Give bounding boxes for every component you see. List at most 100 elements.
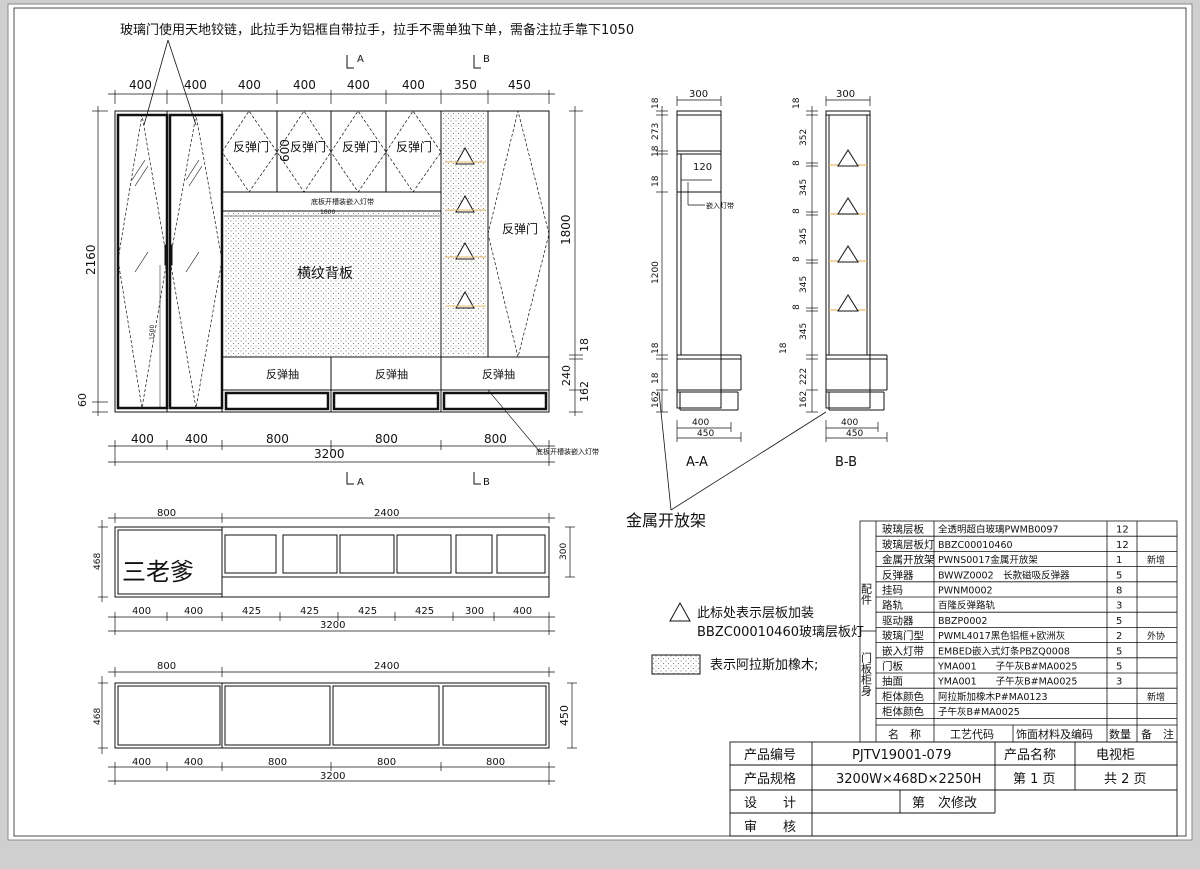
plan-top-bottom-5: 425 [358, 606, 377, 617]
shelf-light-markers [455, 146, 475, 309]
bom-row-name: 反弹器 [882, 568, 914, 581]
shelf-lines [445, 161, 486, 307]
dim-600: 600 [278, 139, 292, 162]
plan-top-dim-2400: 2400 [374, 508, 399, 519]
dim-bottom-1: 400 [131, 432, 154, 446]
bom-header-name: 名 称 [888, 727, 921, 741]
dim-top-2: 400 [184, 78, 207, 92]
label-drawer-2: 反弹抽 [375, 367, 408, 381]
bom-row-name: 金属开放架 [882, 553, 935, 566]
section-mark-b-top: B [483, 54, 490, 65]
legend-triangle-text-2: BBZC00010460玻璃层板灯 [697, 625, 864, 640]
legend-hatch-swatch [651, 654, 701, 675]
bom-row-name: 挂码 [882, 584, 903, 597]
dim-1500: 1500 [149, 325, 156, 340]
title-block [729, 741, 1178, 837]
section-a-top-dim: 300 [689, 89, 708, 100]
sec-a-dim-2: 273 [651, 123, 661, 140]
dim-top-3: 400 [238, 78, 261, 92]
label-back-panel: 横纹背板 [297, 266, 353, 282]
sec-b-dim-7: 8 [792, 256, 802, 262]
section-mark-a-bottom: A [357, 477, 364, 488]
dim-bottom-5: 800 [484, 432, 507, 446]
bom-row-code: YMA001 子午灰B#MA0025 [937, 661, 1077, 673]
sec-a-dim-6: 18 [651, 342, 661, 354]
sec-b-dim-6: 345 [799, 228, 809, 245]
bom-header-note: 备 注 [1141, 727, 1174, 741]
plan-top-left-dim: 468 [93, 553, 103, 570]
bom-row-qty: 3 [1116, 677, 1122, 688]
section-a-title: A-A [686, 455, 708, 470]
bom-row-qty: 12 [1116, 525, 1129, 536]
bom-row-qty: 3 [1116, 601, 1122, 612]
plan-bottom-bottom-1: 400 [132, 757, 151, 768]
bom-row-code: YMA001 子午灰B#MA0025 [937, 676, 1077, 688]
tb-spec-label: 产品规格 [744, 771, 796, 787]
bom-row-code: EMBED嵌入式灯条PBZQ0008 [938, 645, 1070, 657]
tb-product-name-label: 产品名称 [1004, 747, 1056, 763]
bom-row-name: 驱动器 [882, 615, 914, 627]
front-top-dims [108, 90, 555, 104]
bom-row-qty: 2 [1116, 631, 1122, 642]
plan-bottom-right-dim: 450 [558, 705, 571, 726]
plan-top-bottom-3: 425 [242, 606, 261, 617]
label-right-door: 反弹门 [502, 221, 538, 236]
section-a-dims [656, 96, 742, 442]
plan-top-dims [98, 513, 575, 635]
sec-b-dim-9: 8 [792, 304, 802, 310]
bom-row-name: 玻璃层板 [882, 523, 924, 536]
bom-row-code: 百隆反弹路轨 [938, 600, 996, 612]
bom-row-qty: 5 [1116, 616, 1122, 627]
plan-top-dim-800: 800 [157, 508, 176, 519]
section-b-b [825, 110, 888, 411]
sec-b-dim-2: 352 [799, 129, 809, 146]
dim-top-4: 400 [293, 78, 316, 92]
legend-triangle-text-1: 此标处表示层板加装 [697, 606, 814, 621]
watermark: 三老爹 [122, 558, 194, 586]
dim-top-6: 400 [402, 78, 425, 92]
dim-top-7: 350 [454, 78, 477, 92]
bom-row-note: 外协 [1147, 630, 1165, 642]
plan-top [114, 526, 550, 598]
bom-row-name: 路轨 [882, 599, 903, 612]
bom-row-name: 嵌入灯带 [882, 645, 924, 657]
tb-design-label: 设 计 [744, 796, 796, 811]
plan-bottom-dim-2400: 2400 [374, 661, 399, 672]
dim-18: 18 [578, 338, 591, 352]
plan-bottom-total: 3200 [320, 771, 345, 782]
sec-b-dim-14: 162 [799, 391, 809, 408]
tb-page: 第 1 页 [1013, 772, 1056, 787]
sec-a-dim-5: 1200 [651, 261, 661, 284]
bom-row-note: 新增 [1147, 554, 1165, 566]
bom-header-qty: 数量 [1109, 728, 1131, 741]
bom-row-name: 抽面 [882, 675, 903, 688]
bom-row-name: 柜体颜色 [882, 705, 924, 718]
dim-total-3200: 3200 [314, 447, 345, 461]
tb-revision-label: 第 次修改 [912, 795, 977, 811]
bom-row-code: 阿拉斯加橡木P#MA0123 [938, 691, 1048, 703]
plan-bottom-bottom-4: 800 [377, 757, 396, 768]
section-a-a [676, 110, 742, 411]
dim-240: 240 [560, 365, 573, 386]
bom-row-lines [876, 535, 1177, 726]
plan-bottom-dims [98, 667, 577, 785]
sec-a-dim-3: 18 [651, 145, 661, 157]
bom-row-qty: 5 [1116, 662, 1122, 673]
bom-row-code: 全透明超白玻璃PWMB0097 [938, 524, 1059, 536]
metal-shelf-label: 金属开放架 [626, 511, 706, 530]
tb-total-pages: 共 2 页 [1104, 772, 1147, 787]
plan-bottom-dim-800: 800 [157, 661, 176, 672]
plan-top-bottom-1: 400 [132, 606, 151, 617]
section-b-markers [837, 149, 859, 312]
section-b-dims [806, 96, 888, 442]
sec-a-bottom-dim-1: 400 [692, 418, 709, 428]
frame-border [13, 7, 1187, 837]
section-b-title: B-B [835, 455, 857, 470]
sec-b-dim-13: 222 [799, 368, 809, 385]
plan-top-bottom-8: 400 [513, 606, 532, 617]
section-a-inner-dim: 120 [693, 162, 712, 173]
bom-row-code: BBZC00010460 [938, 540, 1013, 551]
sec-a-dim-7: 18 [651, 372, 661, 384]
plan-top-bottom-2: 400 [184, 606, 203, 617]
